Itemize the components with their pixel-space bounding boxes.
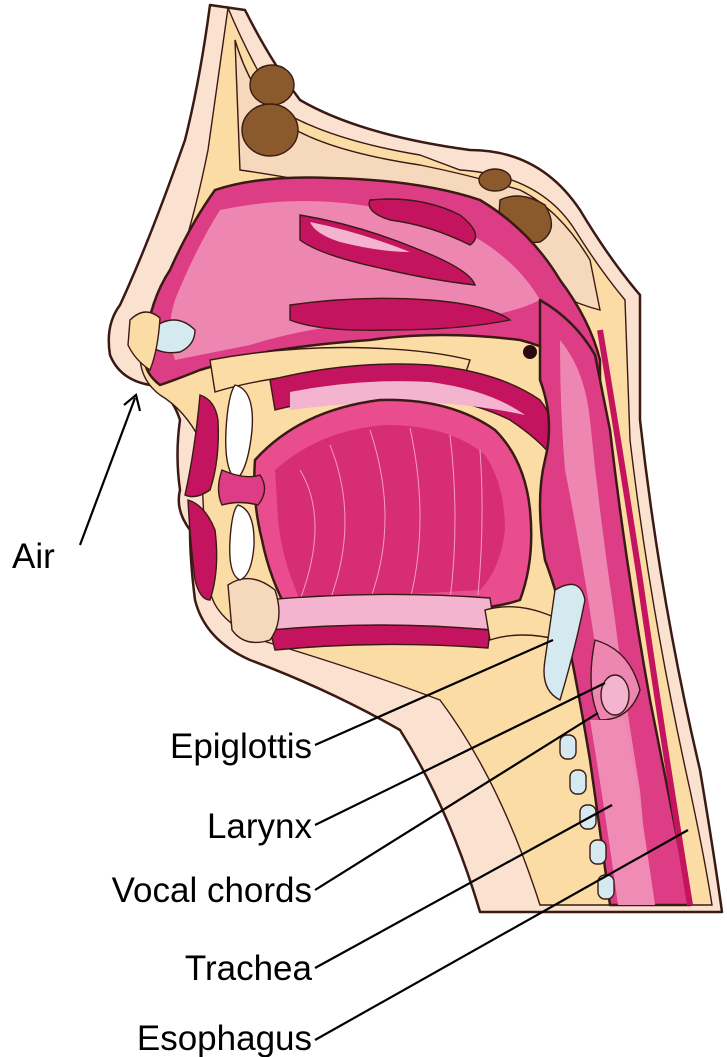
sphenoid-sinus-upper — [479, 169, 511, 191]
tongue-muscle — [275, 425, 505, 600]
label-vocal-chords: Vocal chords — [112, 871, 312, 910]
label-larynx: Larynx — [207, 807, 313, 846]
trachea-ring — [560, 735, 576, 759]
vocal-chord-fold — [601, 675, 629, 715]
jaw-bone — [228, 579, 279, 643]
frontal-sinus-upper — [250, 65, 294, 105]
label-epiglottis: Epiglottis — [170, 727, 312, 766]
label-air: Air — [12, 537, 55, 576]
label-esophagus: Esophagus — [137, 1019, 312, 1057]
airflow-arrow — [80, 395, 140, 545]
trachea-ring — [590, 840, 606, 864]
frontal-sinus-lower — [242, 104, 298, 156]
eustachian-tube-opening — [523, 345, 537, 359]
label-trachea: Trachea — [185, 949, 313, 988]
trachea-ring — [570, 770, 586, 794]
